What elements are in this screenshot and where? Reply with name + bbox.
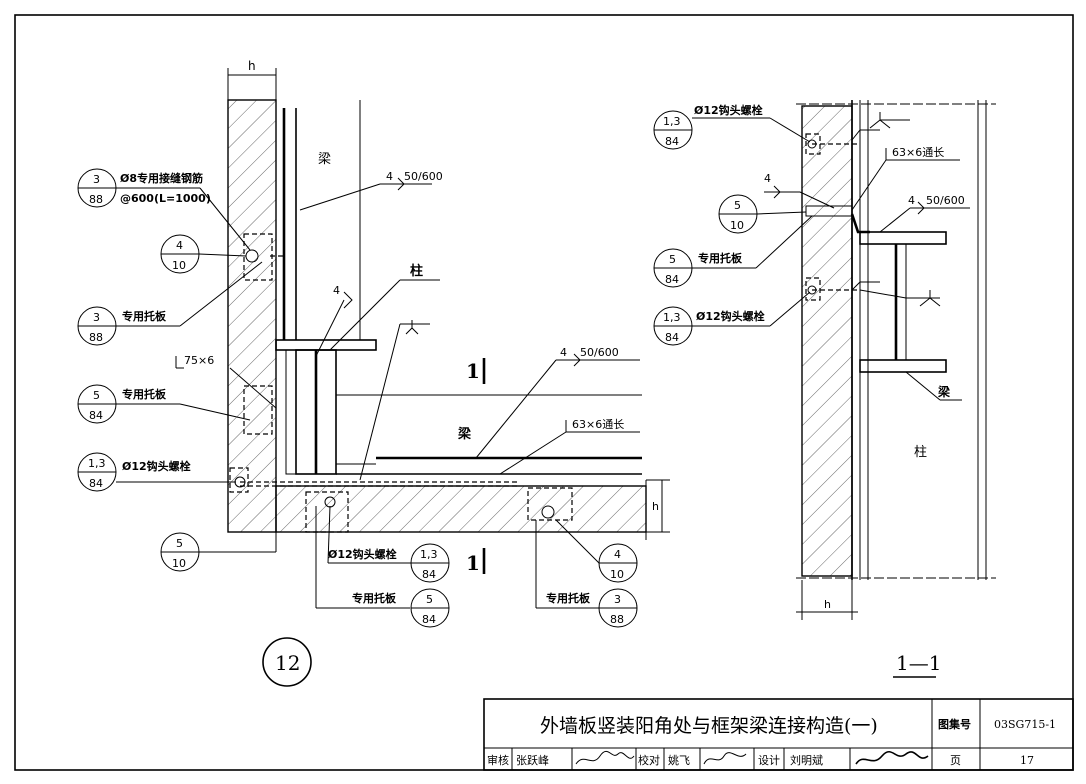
svg-text:3: 3 [614,593,621,606]
svg-text:3: 3 [93,173,100,186]
svg-text:88: 88 [89,331,103,344]
svg-text:4: 4 [333,284,340,297]
svg-text:Ø12钩头螺栓: Ø12钩头螺栓 [696,309,765,323]
svg-text:1,3: 1,3 [420,548,438,561]
svg-text:50/600: 50/600 [580,346,619,359]
svg-text:10: 10 [610,568,624,581]
svg-text:10: 10 [172,557,186,570]
svg-text:审核: 审核 [487,753,509,767]
atlas-number: 03SG715-1 [994,718,1056,731]
svg-text:5: 5 [426,593,433,606]
svg-text:10: 10 [730,219,744,232]
svg-text:专用托板: 专用托板 [122,387,167,401]
liang-label-mid: 梁 [457,426,472,442]
svg-text:校对: 校对 [638,753,660,767]
svg-text:50/600: 50/600 [404,170,443,183]
liang-label-top: 梁 [318,152,331,167]
svg-text:4: 4 [614,548,621,561]
section-title: 1—1 [896,651,941,675]
svg-text:84: 84 [665,331,679,344]
svg-text:5: 5 [734,199,741,212]
svg-text:5: 5 [93,389,100,402]
svg-text:1,3: 1,3 [88,457,106,470]
section-mark-bottom: 1 [466,551,480,575]
title-block: 外墙板竖装阳角处与框架梁连接构造(一) 图集号 03SG715-1 审核 张跃峰… [483,698,1074,771]
page-number: 17 [1020,754,1034,767]
svg-text:Ø12钩头螺栓: Ø12钩头螺栓 [694,103,763,117]
svg-text:84: 84 [89,477,103,490]
section-mark-top: 1 [466,359,480,383]
svg-text:63×6通长: 63×6通长 [892,146,944,159]
svg-text:84: 84 [422,613,436,626]
svg-text:88: 88 [89,193,103,206]
svg-text:刘明斌: 刘明斌 [790,754,823,767]
section-1-1: 1,3 84 Ø12钩头螺栓 63×6通长 4 5 10 4 50/600 5 … [653,100,996,678]
svg-text:图集号: 图集号 [938,717,971,731]
wall-panel-vertical [227,99,277,533]
svg-text:设计: 设计 [758,754,780,767]
svg-text:84: 84 [89,409,103,422]
svg-text:Ø12钩头螺栓: Ø12钩头螺栓 [328,547,397,561]
svg-text:10: 10 [172,259,186,272]
column-flange [275,339,377,351]
svg-text:4: 4 [386,170,393,183]
svg-text:75×6: 75×6 [184,354,214,367]
svg-text:专用托板: 专用托板 [698,251,743,265]
svg-text:88: 88 [610,613,624,626]
section-wall-panel [801,105,853,577]
rebar-label: Ø8专用接缝钢筋 [120,171,203,185]
svg-text:页: 页 [950,754,961,767]
svg-text:专用托板: 专用托板 [546,591,591,605]
svg-text:1,3: 1,3 [663,115,681,128]
zhu-label: 柱 [410,263,423,279]
svg-text:84: 84 [665,135,679,148]
detail-number-circle [262,637,312,687]
svg-text:Ø12钩头螺栓: Ø12钩头螺栓 [122,459,191,473]
svg-text:63×6通长: 63×6通长 [572,418,624,431]
svg-text:4: 4 [176,239,183,252]
svg-text:姚飞: 姚飞 [668,753,690,767]
detail-12: h 梁 [77,59,670,687]
svg-text:4: 4 [764,172,771,185]
svg-text:柱: 柱 [914,445,927,460]
dim-h-right: h [652,500,659,513]
drawing-title: 外墙板竖装阳角处与框架梁连接构造(一) [540,715,878,737]
svg-text:张跃峰: 张跃峰 [516,753,549,767]
svg-text:84: 84 [665,273,679,286]
svg-text:专用托板: 专用托板 [352,591,397,605]
svg-text:专用托板: 专用托板 [122,309,167,323]
svg-text:1,3: 1,3 [663,311,681,324]
check-signature [703,752,747,765]
svg-text:5: 5 [669,253,676,266]
svg-text:@600(L=1000): @600(L=1000) [120,192,211,205]
svg-text:84: 84 [422,568,436,581]
svg-text:梁: 梁 [937,384,950,399]
detail-number: 12 [275,651,300,675]
svg-text:4: 4 [560,346,567,359]
design-signature [855,750,929,765]
svg-text:3: 3 [93,311,100,324]
dim-h-label: h [248,59,256,73]
svg-text:50/600: 50/600 [926,194,965,207]
wall-panel-horizontal [275,485,647,533]
svg-text:5: 5 [176,537,183,550]
svg-text:4: 4 [908,194,915,207]
review-signature [575,750,635,765]
svg-text:h: h [824,598,831,611]
